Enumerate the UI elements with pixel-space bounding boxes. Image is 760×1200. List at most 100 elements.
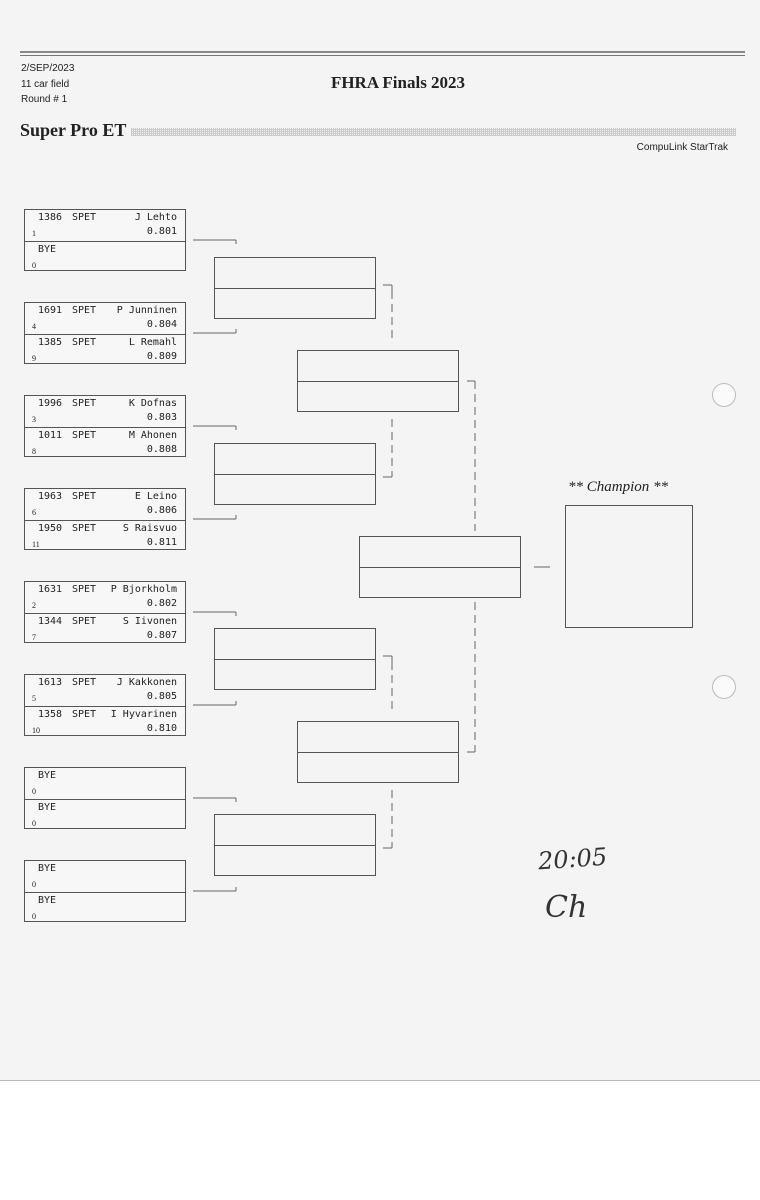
round2-box [214,814,376,876]
racer-cls: SPET [72,430,97,441]
racer-slot: 1631 SPET P Bjorkholm 0.802 2 [25,582,185,613]
racer-seed: 9 [32,354,36,363]
racer-rt: 0.805 [146,691,177,702]
page-bottom-margin [0,1080,760,1200]
racer-cls: SPET [72,398,97,409]
field-size: 11 car field [21,79,70,90]
racer-car: 1950 [38,523,63,534]
racer-slot: 1344 SPET S Iivonen 0.807 7 [25,613,185,645]
racer-car: BYE [38,863,57,874]
racer-seed: 2 [32,601,36,610]
racer-seed: 0 [32,912,36,921]
racer-car: 1613 [38,677,63,688]
racer-car: 1631 [38,584,63,595]
handwritten-signature: Ch [545,890,588,925]
racer-car: 1386 [38,212,63,223]
round2-box [214,628,376,690]
racer-seed: 0 [32,261,36,270]
racer-rt: 0.802 [146,598,177,609]
racer-cls: SPET [72,212,97,223]
racer-name: M Ahonen [128,430,177,441]
racer-rt: 0.811 [146,537,177,548]
racer-car: BYE [38,244,57,255]
racer-cls: SPET [72,337,97,348]
racer-rt: 0.804 [146,319,177,330]
racer-car: 1358 [38,709,63,720]
racer-seed: 5 [32,694,36,703]
racer-cls: SPET [72,709,97,720]
racer-car: BYE [38,802,57,813]
handwritten-time: 20:05 [537,842,609,876]
round2-box [214,257,376,319]
racer-seed: 10 [32,726,40,735]
racer-car: 1996 [38,398,63,409]
racer-cls: SPET [72,305,97,316]
event-date: 2/SEP/2023 [21,63,75,74]
event-class: Super Pro ET [20,120,127,140]
racer-name: S Raisvuo [122,523,177,534]
racer-seed: 0 [32,819,36,828]
racer-cls: SPET [72,677,97,688]
punch-hole [712,675,736,699]
racer-car: 1385 [38,337,63,348]
racer-car: 1344 [38,616,63,627]
racer-cls: SPET [72,584,97,595]
racer-seed: 0 [32,880,36,889]
racer-seed: 3 [32,415,36,424]
round-number: Round # 1 [21,94,68,105]
racer-rt: 0.801 [146,226,177,237]
racer-cls: SPET [72,616,97,627]
dotted-rule [131,128,736,136]
racer-rt: 0.806 [146,505,177,516]
racer-rt: 0.810 [146,723,177,734]
racer-name: J Lehto [134,212,177,223]
racer-name: P Junninen [116,305,177,316]
racer-cls: SPET [72,523,97,534]
racer-rt: 0.807 [146,630,177,641]
racer-slot: 1613 SPET J Kakkonen 0.805 5 [25,675,185,706]
racer-cls: SPET [72,491,97,502]
racer-rt: 0.808 [146,444,177,455]
bracket-connectors [193,239,550,892]
racer-name: J Kakkonen [116,677,177,688]
round2-box [214,443,376,505]
page-title: FHRA Finals 2023 [330,73,466,92]
semifinal-box [297,721,459,783]
software-brand: CompuLink StarTrak [636,142,728,153]
racer-name: E Leino [134,491,177,502]
top-rule [20,51,745,53]
racer-name: S Iivonen [122,616,177,627]
champion-label: ** Champion ** [568,479,669,495]
racer-name: P Bjorkholm [110,584,177,595]
racer-rt: 0.809 [146,351,177,362]
racer-car: BYE [38,895,57,906]
racer-rt: 0.803 [146,412,177,423]
final-box [359,536,521,598]
racer-car: 1011 [38,430,63,441]
punch-hole [712,383,736,407]
champion-box [565,505,693,628]
semifinal-box [297,350,459,412]
racer-seed: 7 [32,633,36,642]
racer-seed: 6 [32,508,36,517]
